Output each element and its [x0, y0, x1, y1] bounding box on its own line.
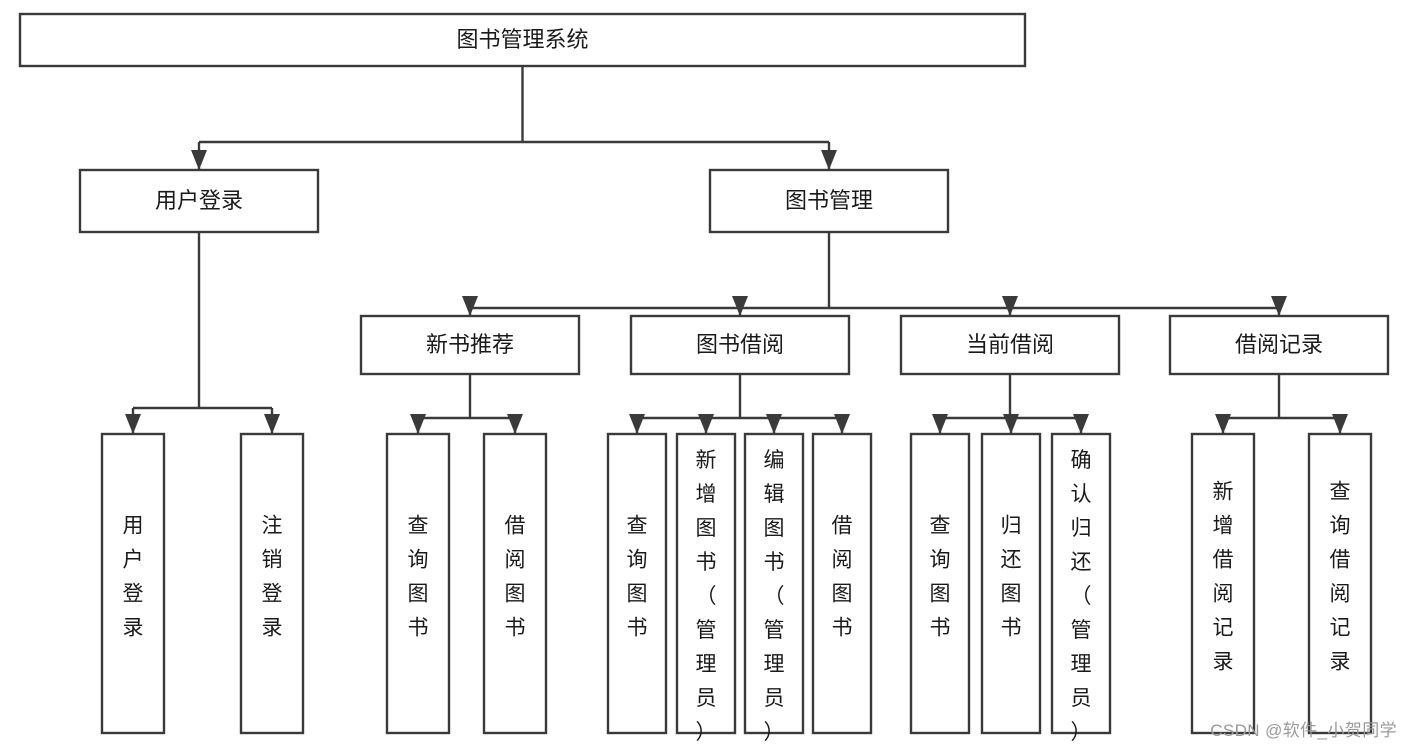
- node-label-leaf-borrow-book: 借阅图书: [832, 515, 853, 640]
- node-leaf-query-book-borrow[interactable]: 查询图书: [606, 432, 668, 735]
- arrow-head-icon: [1003, 414, 1019, 434]
- arrow-head-icon: [1002, 296, 1018, 316]
- node-box-leaf-query-book-borrow: [606, 432, 668, 735]
- node-label-root: 图书管理系统: [456, 27, 588, 52]
- arrow-head-icon: [125, 414, 141, 434]
- arrow-head-icon: [766, 414, 782, 434]
- node-box-book-borrow: [629, 314, 851, 376]
- node-label-leaf-query-book-rec: 查询图书: [408, 515, 429, 640]
- node-leaf-query-book-rec[interactable]: 查询图书: [385, 432, 451, 735]
- node-label-leaf-add-book-admin: 新增图书（管理员）: [696, 449, 717, 744]
- node-leaf-edit-book-admin[interactable]: 编辑图书（管理员）: [743, 432, 805, 744]
- node-label-leaf-user-logout: 注销登录: [262, 515, 283, 640]
- node-box-root: [18, 12, 1027, 68]
- node-box-current-borrow: [899, 314, 1121, 376]
- node-label-leaf-borrow-book-rec: 借阅图书: [505, 515, 526, 640]
- node-box-new-book-recommend: [359, 314, 581, 376]
- arrow-head-icon: [1271, 296, 1287, 316]
- node-box-leaf-query-book-current: [909, 432, 971, 735]
- arrow-head-icon: [410, 414, 426, 434]
- node-layer: 图书管理系统用户登录图书管理新书推荐图书借阅当前借阅借阅记录用户登录注销登录查询…: [18, 12, 1390, 744]
- node-leaf-user-logout[interactable]: 注销登录: [239, 432, 305, 735]
- arrow-head-icon: [834, 414, 850, 434]
- arrow-head-icon: [698, 414, 714, 434]
- node-label-borrow-record: 借阅记录: [1235, 332, 1323, 357]
- node-box-leaf-confirm-return-admin: [1050, 432, 1112, 735]
- node-box-book-manage: [708, 168, 950, 234]
- arrow-head-icon: [821, 150, 837, 170]
- node-leaf-query-book-current[interactable]: 查询图书: [909, 432, 971, 735]
- node-leaf-return-book[interactable]: 归还图书: [980, 432, 1042, 735]
- arrow-head-icon: [1215, 414, 1231, 434]
- arrow-head-icon: [932, 414, 948, 434]
- connector-layer: [125, 66, 1348, 434]
- node-new-book-recommend[interactable]: 新书推荐: [359, 314, 581, 376]
- node-label-leaf-return-book: 归还图书: [1001, 515, 1022, 640]
- node-label-leaf-add-borrow-record: 新增借阅记录: [1213, 481, 1234, 674]
- node-leaf-query-borrow-record[interactable]: 查询借阅记录: [1307, 432, 1373, 735]
- node-box-user-login: [78, 168, 320, 234]
- arrow-head-icon: [191, 150, 207, 170]
- node-label-leaf-query-book-borrow: 查询图书: [627, 515, 648, 640]
- node-label-leaf-confirm-return-admin: 确认归还（管理员）: [1071, 449, 1092, 744]
- node-book-borrow[interactable]: 图书借阅: [629, 314, 851, 376]
- node-label-leaf-query-borrow-record: 查询借阅记录: [1330, 481, 1351, 674]
- node-box-leaf-user-login: [100, 432, 166, 735]
- node-box-leaf-edit-book-admin: [743, 432, 805, 735]
- node-leaf-confirm-return-admin[interactable]: 确认归还（管理员）: [1050, 432, 1112, 744]
- node-box-leaf-user-logout: [239, 432, 305, 735]
- arrow-head-icon: [462, 296, 478, 316]
- node-box-leaf-add-book-admin: [675, 432, 737, 735]
- node-current-borrow[interactable]: 当前借阅: [899, 314, 1121, 376]
- arrow-head-icon: [264, 414, 280, 434]
- node-root[interactable]: 图书管理系统: [18, 12, 1027, 68]
- node-leaf-user-login[interactable]: 用户登录: [100, 432, 166, 735]
- node-box-leaf-query-book-rec: [385, 432, 451, 735]
- node-label-leaf-query-book-current: 查询图书: [930, 515, 951, 640]
- node-label-leaf-edit-book-admin: 编辑图书（管理员）: [764, 449, 785, 744]
- node-label-user-login: 用户登录: [155, 188, 243, 213]
- node-label-new-book-recommend: 新书推荐: [426, 332, 514, 357]
- node-box-borrow-record: [1168, 314, 1390, 376]
- arrow-head-icon: [1073, 414, 1089, 434]
- node-leaf-borrow-book[interactable]: 借阅图书: [811, 432, 873, 735]
- node-user-login[interactable]: 用户登录: [78, 168, 320, 234]
- arrow-head-icon: [732, 296, 748, 316]
- csdn-watermark: CSDN @软件_小贺同学: [1210, 721, 1397, 740]
- node-book-manage[interactable]: 图书管理: [708, 168, 950, 234]
- node-leaf-add-borrow-record[interactable]: 新增借阅记录: [1190, 432, 1256, 735]
- arrow-head-icon: [1332, 414, 1348, 434]
- arrow-head-icon: [629, 414, 645, 434]
- node-box-leaf-return-book: [980, 432, 1042, 735]
- node-label-current-borrow: 当前借阅: [966, 332, 1054, 357]
- node-box-leaf-query-borrow-record: [1307, 432, 1373, 735]
- node-label-book-manage: 图书管理: [785, 188, 873, 213]
- arrow-head-icon: [507, 414, 523, 434]
- node-label-leaf-user-login: 用户登录: [123, 515, 144, 640]
- node-borrow-record[interactable]: 借阅记录: [1168, 314, 1390, 376]
- node-box-leaf-borrow-book: [811, 432, 873, 735]
- node-box-leaf-borrow-book-rec: [482, 432, 548, 735]
- node-leaf-borrow-book-rec[interactable]: 借阅图书: [482, 432, 548, 735]
- node-box-leaf-add-borrow-record: [1190, 432, 1256, 735]
- node-leaf-add-book-admin[interactable]: 新增图书（管理员）: [675, 432, 737, 744]
- node-label-book-borrow: 图书借阅: [696, 332, 784, 357]
